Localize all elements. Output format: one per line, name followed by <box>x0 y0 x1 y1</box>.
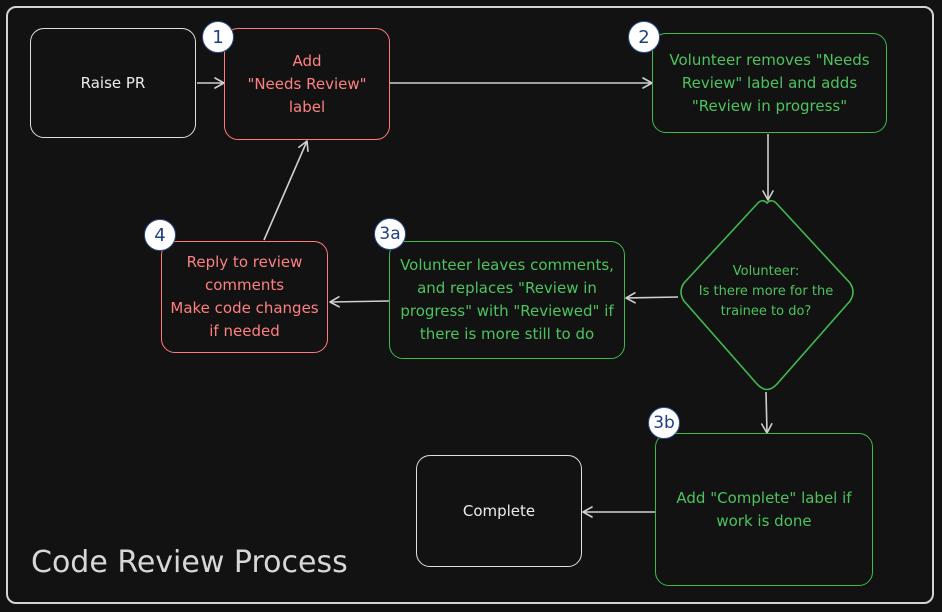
add-complete-label-box: Add "Complete" label if work is done <box>655 433 873 586</box>
decision-text: Volunteer: Is there more for the trainee… <box>698 264 834 319</box>
step-1-badge: 1 <box>202 21 234 53</box>
add-needs-review-box: Add "Needs Review" label <box>224 28 390 140</box>
arrow-decision-to-add-complete <box>760 391 773 434</box>
arrow-comments-to-reply <box>329 296 390 308</box>
raise-pr-box: Raise PR <box>30 28 196 138</box>
reply-to-review-box: Reply to review comments Make code chang… <box>161 241 328 353</box>
diagram-title: Code Review Process <box>31 545 348 580</box>
decision-diamond <box>680 199 854 391</box>
step-3a-badge: 3a <box>374 218 406 250</box>
arrow-decision-to-comments <box>625 292 679 304</box>
step-2-badge: 2 <box>628 21 660 53</box>
diagram-frame <box>6 6 934 604</box>
arrow-reply-to-add-label <box>263 140 309 241</box>
volunteer-removes-label-box: Volunteer removes "Needs Review" label a… <box>652 33 887 133</box>
step-4-badge: 4 <box>144 219 176 251</box>
complete-box: Complete <box>416 455 582 567</box>
volunteer-leaves-comments-box: Volunteer leaves comments, and replaces … <box>389 241 625 359</box>
step-3b-badge: 3b <box>648 407 680 439</box>
